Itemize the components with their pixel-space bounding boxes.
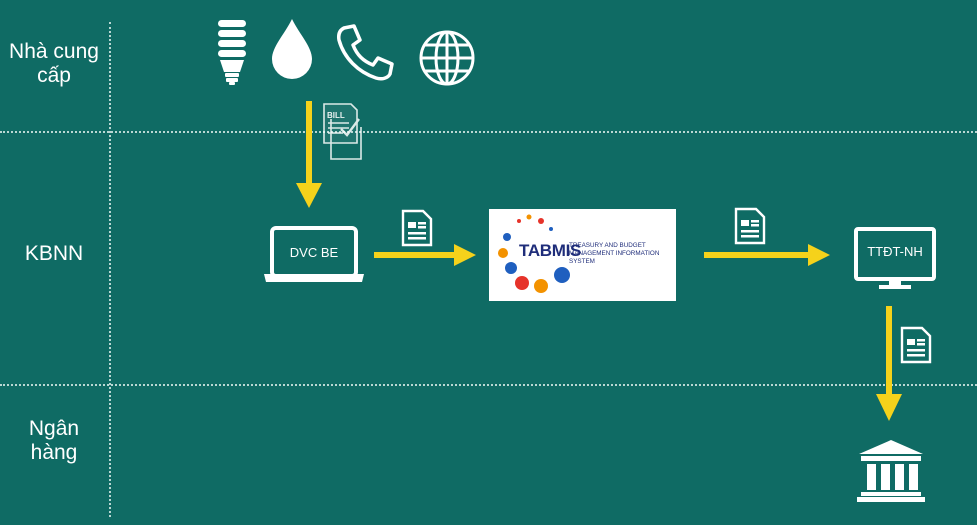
lane-label-provider-line1: Nhà cung: [9, 40, 99, 63]
bill-label: BILL: [327, 111, 345, 120]
document-icon-2: [734, 207, 766, 245]
lane-label-bank-line2: hàng: [30, 441, 78, 464]
ttdt-nh-label: TTĐT-NH: [867, 244, 923, 259]
arrow-tabmis-to-ttdt: [704, 252, 810, 258]
bank-icon: [857, 438, 925, 502]
lightbulb-icon: [212, 18, 252, 86]
tabmis-subtitle-line2: MANAGEMENT INFORMATION SYSTEM: [569, 250, 660, 265]
document-icon-1: [401, 209, 433, 247]
phone-icon: [336, 24, 394, 81]
lane-label-bank: Ngân hàng: [0, 417, 108, 465]
dvc-be-label: DVC BE: [289, 245, 339, 260]
arrow-dvc-to-tabmis: [374, 252, 456, 258]
water-drop-icon: [270, 17, 314, 81]
tabmis-logo-box: TABMIS TREASURY AND BUDGET MANAGEMENT IN…: [489, 209, 676, 301]
lane-label-provider-line2: cấp: [37, 64, 71, 87]
globe-icon: [418, 29, 476, 87]
lane-label-kbnn-text: KBNN: [24, 242, 84, 265]
tabmis-subtitle-line1: TREASURY AND BUDGET: [569, 242, 646, 249]
tabmis-title: TABMIS: [519, 241, 582, 260]
lane-label-provider: Nhà cung cấp: [0, 40, 108, 88]
lane-divider-provider-kbnn: [0, 131, 977, 133]
tabmis-subtitle: TREASURY AND BUDGET MANAGEMENT INFORMATI…: [569, 242, 679, 266]
lane-divider-kbnn-bank: [0, 384, 977, 386]
monitor-icon: [853, 226, 937, 292]
lane-label-bank-line1: Ngân: [28, 417, 80, 440]
arrow-ttdt-to-bank: [886, 306, 892, 396]
document-icon-3: [900, 326, 932, 364]
laptop-icon: [262, 226, 366, 284]
lane-label-kbnn: KBNN: [0, 242, 108, 266]
bill-document-icon: BILL: [321, 101, 363, 161]
arrow-bill-to-dvc: [306, 101, 312, 185]
tabmis-dots-icon: [498, 214, 570, 293]
lane-divider-vertical: [109, 22, 111, 517]
